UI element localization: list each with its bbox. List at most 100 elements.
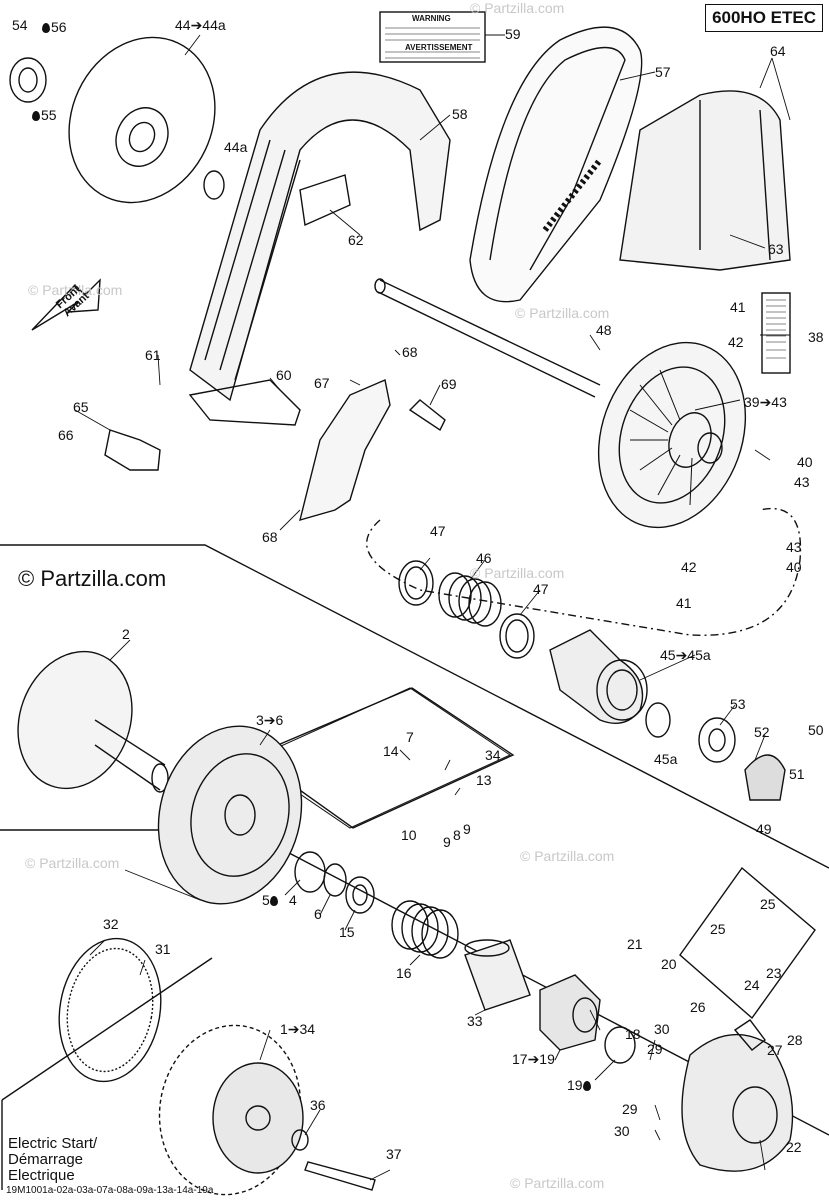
cover-22 [681,1033,794,1172]
callout-45: 45➔45a [660,647,711,663]
callout-69: 69 [441,376,457,392]
callout-37: 37 [386,1146,402,1162]
callout-26: 26 [690,999,706,1015]
callout-52: 52 [754,724,770,740]
watermark-4: © Partzilla.com [520,848,615,864]
bracket-60 [188,379,301,426]
callout-65: 65 [73,399,89,415]
spring-16 [391,900,459,959]
callout-5-group: 5 [262,893,279,907]
callout-10: 10 [401,827,417,843]
callout-43-bottom: 43 [786,539,802,555]
callout-38: 38 [808,329,824,345]
electric-label-3: Electrique [8,1167,75,1184]
callout-48: 48 [596,322,612,338]
callout-29-bottom: 29 [622,1101,638,1117]
callout-41-bottom: 41 [676,595,692,611]
callout-50: 50 [808,722,824,738]
callout-30-bottom: 30 [614,1123,630,1139]
callout-53: 53 [730,696,746,712]
sheave-44 [68,36,216,204]
callout-49: 49 [756,821,772,837]
callout-21: 21 [627,936,643,952]
callout-56: 56 [51,19,67,35]
clamp-49 [744,754,786,801]
drive-belt-57 [469,26,643,303]
callout-15: 15 [339,924,355,940]
callout-20: 20 [661,956,677,972]
callout-47-b: 47 [533,581,549,597]
callout-68-top: 68 [402,344,418,360]
callout-44a: 44a [224,139,248,155]
washer-53 [698,717,736,763]
bushing-18 [604,1026,636,1064]
lubricant-drop-icon [269,896,278,906]
callout-47-a: 47 [430,523,446,539]
callout-58: 58 [452,106,468,122]
callout-32: 32 [103,916,119,932]
callout-36: 36 [310,1097,326,1113]
fixed-sheave-2 [17,650,133,790]
callout-13: 13 [476,772,492,788]
warning-decal-59 [379,11,486,63]
callout-45a: 45a [654,751,678,767]
callout-22: 22 [786,1139,802,1155]
driven-shaft [377,279,601,398]
driven-pulley-39 [597,341,747,529]
callout-68-bottom: 68 [262,529,278,545]
ring-44a [203,170,225,200]
bracket-65 [104,429,161,471]
callout-6: 6 [314,906,322,922]
callout-57: 57 [655,64,671,80]
watermark-6: © Partzilla.com [28,282,123,298]
callout-7: 7 [406,729,414,745]
electric-label-1: Electric Start/ [8,1135,98,1152]
callout-19-group: 19 [567,1078,592,1092]
bushing-4 [294,851,326,893]
callout-61: 61 [145,347,161,363]
warning-text: WARNING [412,14,451,23]
watermark-7: © Partzilla.com [510,1175,605,1191]
callout-19: 19 [567,1077,583,1093]
callout-9-b: 9 [463,821,471,837]
callout-14: 14 [383,743,399,759]
washer-15 [345,876,375,914]
callout-40-top: 40 [797,454,813,470]
callout-8: 8 [453,827,461,843]
belt-guard-58 [189,71,451,402]
callout-18: 18 [625,1026,641,1042]
callout-25: 25 [760,896,776,912]
callout-25-b: 25 [710,921,726,937]
ring-47-b [499,613,535,659]
callout-1-34: 1➔34 [280,1021,316,1037]
callout-63: 63 [768,241,784,257]
plate-67 [299,379,391,522]
model-title: 600HO ETEC [705,4,823,32]
callout-59: 59 [505,26,521,42]
bracket-62 [299,174,351,227]
callout-16: 16 [396,965,412,981]
callout-62: 62 [348,232,364,248]
inset-frame-7-14 [250,687,515,829]
avertissement-text: AVERTISSEMENT [405,43,473,52]
callout-33: 33 [467,1013,483,1029]
washer-36 [291,1129,309,1151]
brand-watermark: © Partzilla.com [18,566,167,591]
callout-55-group: 55 [32,108,57,122]
callout-55: 55 [41,107,57,123]
electric-start-label: Electric Start/ Démarrage Electrique [8,1136,97,1184]
callout-2: 2 [122,626,130,642]
callout-5: 5 [262,892,270,908]
lubricant-drop-icon [32,111,40,121]
watermark-1: © Partzilla.com [470,0,565,16]
watermark-3: © Partzilla.com [470,565,565,581]
callout-66: 66 [58,427,74,443]
callout-9-a: 9 [443,834,451,850]
sleeve-33 [464,939,531,1011]
callout-64: 64 [770,43,786,59]
callout-23: 23 [766,965,782,981]
bolt-37 [304,1161,376,1191]
callout-34-mid: 34 [485,747,501,763]
callout-43-top: 43 [794,474,810,490]
